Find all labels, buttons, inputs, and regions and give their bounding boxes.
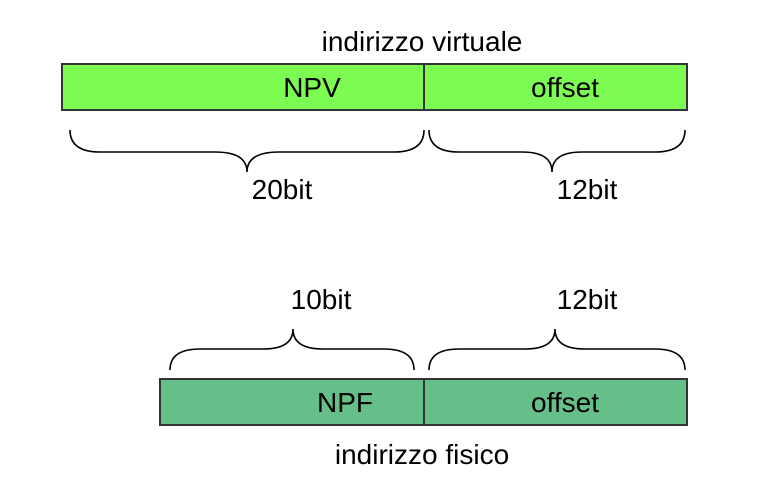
physical-offset-field bbox=[423, 378, 688, 426]
physical-address-title: indirizzo fisico bbox=[334, 439, 510, 470]
virtual-offset-label: offset bbox=[531, 72, 599, 103]
brace-virtual-offset bbox=[428, 129, 686, 173]
brace-physical-npf bbox=[169, 328, 415, 371]
physical-npf-label: NPF bbox=[317, 387, 373, 418]
virtual-npv-field bbox=[61, 63, 425, 111]
physical-offset-bits: 12bit bbox=[556, 284, 618, 315]
virtual-npv-bits: 20bit bbox=[251, 174, 313, 205]
brace-virtual-npv bbox=[69, 129, 425, 173]
physical-offset-label: offset bbox=[531, 387, 599, 418]
virtual-npv-label: NPV bbox=[283, 72, 341, 103]
brace-physical-offset bbox=[428, 328, 686, 371]
virtual-offset-field bbox=[423, 63, 688, 111]
physical-npf-field bbox=[159, 378, 425, 426]
virtual-offset-bits: 12bit bbox=[556, 174, 618, 205]
virtual-address-title: indirizzo virtuale bbox=[321, 26, 523, 57]
physical-npf-bits: 10bit bbox=[290, 284, 352, 315]
